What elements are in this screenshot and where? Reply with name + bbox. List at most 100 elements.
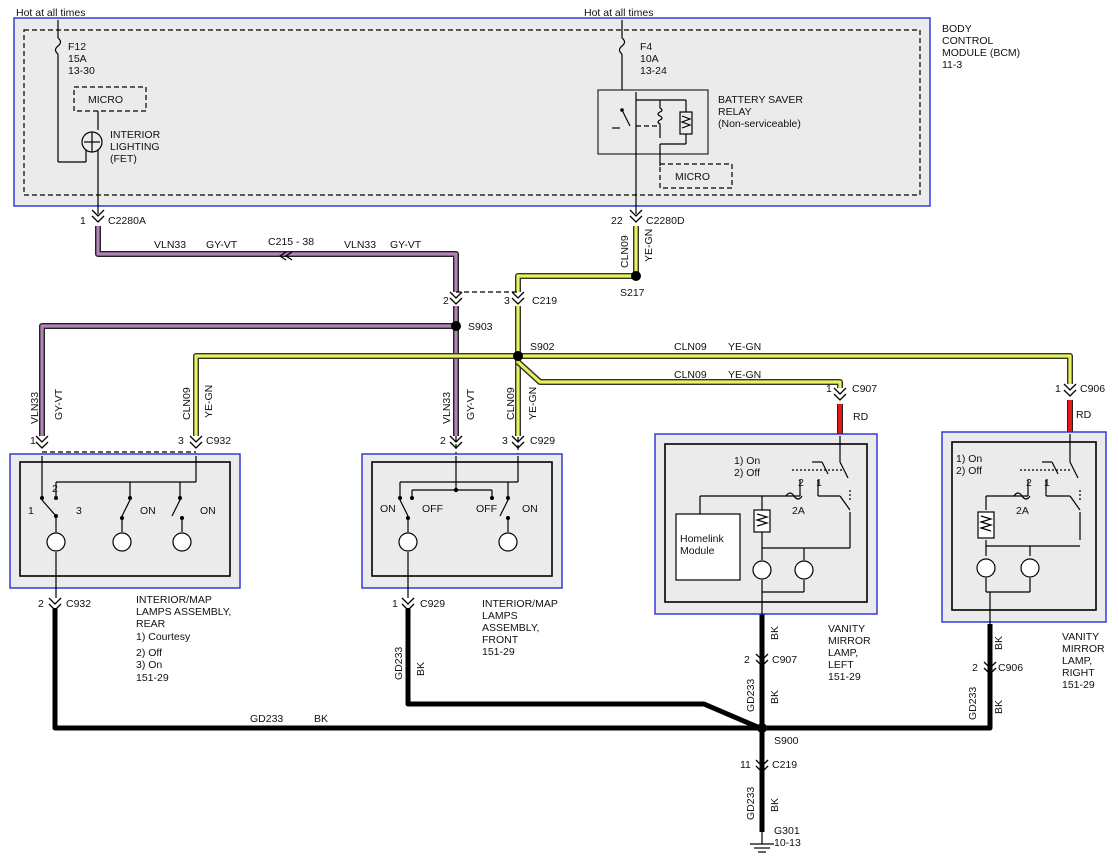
c219-bot-name: C219 — [772, 759, 797, 771]
vanity-left-pos-1: 1 — [816, 477, 822, 489]
wire-label-bk-vanity-left-a: BK — [769, 626, 781, 640]
c906-top-pin: 1 — [1055, 383, 1061, 395]
c219-top-pin3: 3 — [504, 295, 510, 307]
svg-text:RELAY: RELAY — [718, 106, 752, 118]
bulb-front-right-icon — [498, 532, 518, 552]
vanity-right-pos-2: 2 — [1026, 477, 1032, 489]
c907-top-name: C907 — [852, 383, 877, 395]
wire-gd233-front — [405, 608, 761, 731]
svg-text:LAMP,: LAMP, — [1062, 655, 1092, 667]
wire-label-yegn-rear: YE-GN — [203, 385, 215, 418]
svg-text:13-24: 13-24 — [640, 65, 667, 77]
c906-bot-pin: 2 — [972, 662, 978, 674]
wire-label-cln09-vanity: CLN09 — [674, 369, 707, 381]
wire-label-gd233-front: GD233 — [393, 647, 405, 680]
svg-text:ASSEMBLY,: ASSEMBLY, — [482, 622, 539, 634]
splice-s900 — [757, 723, 767, 733]
wire-label-yegn-vanity: YE-GN — [728, 369, 761, 381]
svg-text:LIGHTING: LIGHTING — [110, 141, 160, 153]
wire-label-vln33-b: VLN33 — [344, 239, 376, 251]
c907-bot-pin: 2 — [744, 654, 750, 666]
svg-text:MODULE (BCM): MODULE (BCM) — [942, 47, 1020, 59]
vanity-left-bulb-2-icon — [794, 560, 814, 580]
svg-text:CONTROL: CONTROL — [942, 35, 993, 47]
svg-text:2) Off: 2) Off — [136, 647, 162, 659]
vanity-right-mode-2: 2) Off — [956, 465, 982, 477]
svg-text:LAMPS ASSEMBLY,: LAMPS ASSEMBLY, — [136, 606, 231, 618]
bcm-label: BODY CONTROL MODULE (BCM) 11-3 — [942, 23, 1020, 71]
svg-text:BODY: BODY — [942, 23, 972, 35]
wire-label-vln33-rear: VLN33 — [29, 392, 41, 424]
c929-top-name: C929 — [530, 435, 555, 447]
c929-bot-name: C929 — [420, 598, 445, 610]
wire-label-bk-ground: BK — [769, 798, 781, 812]
splice-s217 — [631, 271, 641, 281]
wire-vln33-rear — [39, 323, 456, 436]
vanity-left-mode-1: 1) On — [734, 455, 760, 467]
c2280a-pin: 1 — [80, 215, 86, 227]
bulb-rear-2-icon — [112, 532, 132, 552]
vanity-right-pos-2a: 2A — [1016, 505, 1029, 517]
micro-box-left — [73, 86, 147, 112]
wire-label-bk-vanity-right-a: BK — [993, 636, 1005, 650]
fuse-f12-label: F12 15A 13-30 — [68, 41, 95, 77]
wire-label-bk-bottom: BK — [314, 713, 328, 725]
rear-on-1: ON — [140, 505, 156, 517]
connector-chevrons — [35, 209, 1077, 773]
rear-pos-2: 2 — [52, 483, 58, 495]
rear-pos-3: 3 — [76, 505, 82, 517]
c929-bot-pin: 1 — [392, 598, 398, 610]
bulb-rear-3-icon — [172, 532, 192, 552]
wire-label-gyvt-rear: GY-VT — [53, 388, 65, 420]
battery-saver-relay-box — [597, 89, 709, 155]
bulb-rear-1-icon — [46, 532, 66, 552]
svg-text:151-29: 151-29 — [828, 671, 861, 683]
c929-top-pin2: 2 — [440, 435, 446, 447]
wire-label-gyvt-b: GY-VT — [390, 239, 422, 251]
homelink-module-box — [675, 513, 741, 581]
front-lamp-assembly-inner — [371, 461, 553, 577]
svg-text:10A: 10A — [640, 53, 659, 65]
s903-label: S903 — [468, 321, 493, 333]
wire-label-vln33-front: VLN33 — [441, 392, 453, 424]
vanity-right-circuit — [985, 434, 1081, 624]
wire-label-bk-vanity-right-b: BK — [993, 700, 1005, 714]
micro-box-right — [659, 163, 733, 189]
wire-cln09-main — [193, 353, 1073, 436]
wire-label-yegn-main: YE-GN — [728, 341, 761, 353]
svg-text:(FET): (FET) — [110, 153, 137, 165]
rear-lamp-assembly-inner — [19, 461, 231, 577]
wire-label-gd233-ground: GD233 — [745, 787, 757, 820]
wire-label-cln09-rear: CLN09 — [181, 387, 193, 420]
bulb-front-left-icon — [398, 532, 418, 552]
svg-text:1) Courtesy: 1) Courtesy — [136, 631, 191, 643]
vanity-left-circuit — [699, 436, 851, 614]
wire-label-rd-left: RD — [853, 411, 869, 423]
wire-label-bk-front: BK — [415, 662, 427, 676]
c932-bot-pin: 2 — [38, 598, 44, 610]
front-lamp-circuit — [399, 456, 519, 598]
svg-text:VANITY: VANITY — [1062, 631, 1099, 643]
svg-text:MIRROR: MIRROR — [828, 635, 871, 647]
bcm-inner-dashed — [23, 29, 921, 196]
svg-text:(Non-serviceable): (Non-serviceable) — [718, 118, 801, 130]
wire-label-cln09-top: CLN09 — [619, 235, 631, 268]
vanity-left-mode-2: 2) Off — [734, 467, 760, 479]
homelink-label-2: Module — [680, 545, 715, 557]
vanity-left-pos-2: 2 — [798, 477, 804, 489]
svg-text:LAMP,: LAMP, — [828, 647, 858, 659]
s900-label: S900 — [774, 735, 799, 747]
c906-bot-name: C906 — [998, 662, 1023, 674]
c932-top-pin3: 3 — [178, 435, 184, 447]
svg-text:LEFT: LEFT — [828, 659, 854, 671]
wire-gd233-rear — [52, 608, 760, 731]
c219-bot-pin: 11 — [740, 759, 751, 771]
svg-text:151-29: 151-29 — [482, 646, 515, 658]
rear-pos-1: 1 — [28, 505, 34, 517]
wire-label-bk-vanity-left-b: BK — [769, 690, 781, 704]
vanity-left-bulb-1-icon — [752, 560, 772, 580]
hot-label-left: Hot at all times — [16, 7, 85, 19]
wire-label-vln33-a: VLN33 — [154, 239, 186, 251]
front-lamp-label: INTERIOR/MAP LAMPS ASSEMBLY, FRONT 151-2… — [482, 598, 558, 658]
wire-label-gyvt-front: GY-VT — [465, 388, 477, 420]
